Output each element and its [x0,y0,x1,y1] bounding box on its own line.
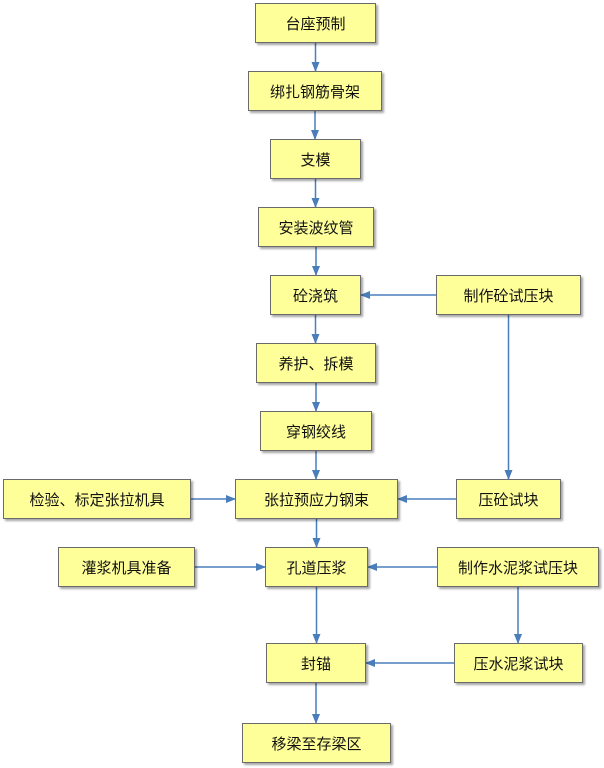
step-rebar-cage: 绑扎钢筋骨架 [248,71,382,111]
step-grouting-equipment: 灌浆机具准备 [58,547,195,587]
step-tension-tendon: 张拉预应力钢束 [235,479,398,519]
step-cure-demould: 养护、拆模 [256,343,376,383]
step-move-beam: 移梁至存梁区 [242,723,391,763]
step-anchor-seal: 封锚 [266,643,366,683]
step-concrete-pour: 砼浇筑 [270,275,361,315]
step-pedestal-prefab: 台座预制 [255,3,376,43]
step-make-grout-sample: 制作水泥浆试压块 [437,547,599,587]
step-duct-grouting: 孔道压浆 [265,547,368,587]
step-install-duct: 安装波纹管 [258,207,374,247]
step-calibrate-jacks: 检验、标定张拉机具 [3,479,191,519]
step-thread-strand: 穿钢绞线 [260,411,372,451]
step-test-grout-sample: 压水泥浆试块 [454,643,583,683]
arrows-layer [191,43,522,724]
step-formwork: 支模 [270,139,361,179]
step-test-concrete-sample: 压砼试块 [456,479,561,519]
step-make-concrete-sample: 制作砼试压块 [436,275,581,315]
